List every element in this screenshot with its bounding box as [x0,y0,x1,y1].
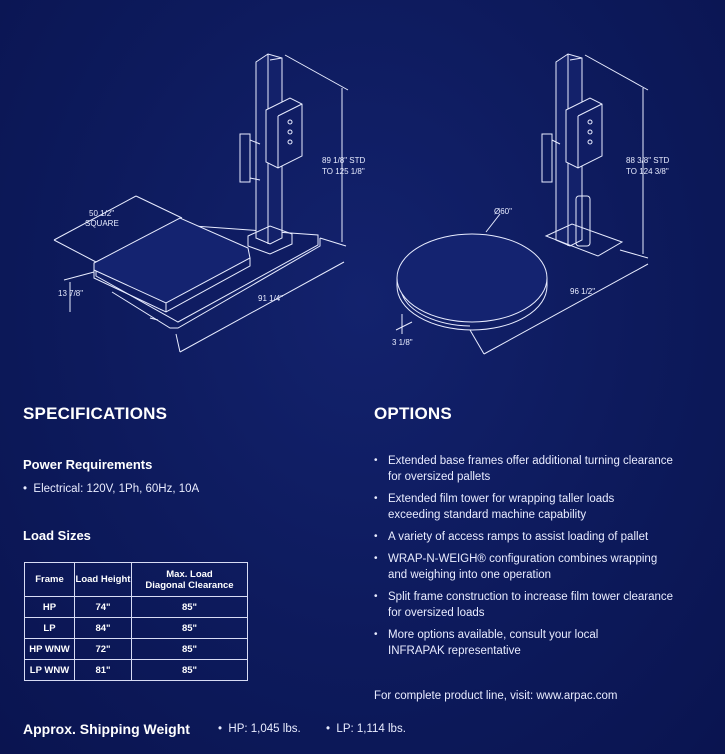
options-title: OPTIONS [374,404,452,423]
table-cell: 84" [74,617,132,639]
machine-drawings: 89 1/8" STD TO 125 1/8" 50 1/2" SQUARE 1… [53,53,670,355]
header-max-load: Max. Load Diagonal Clearance [131,562,248,597]
option-line: for oversized loads [388,607,485,619]
list-item: A variety of access ramps to assist load… [373,529,713,545]
left-length-label: 91 1/4" [258,294,283,303]
power-item: • Electrical: 120V, 1Ph, 60Hz, 10A [23,483,199,495]
table-row: HP 74" 85" [24,596,248,618]
table-cell: 81" [74,659,132,681]
table-cell: 85" [131,617,248,639]
table-cell: 72" [74,638,132,660]
table-cell: 85" [131,638,248,660]
bullet: • [326,723,337,735]
option-line: INFRAPAK representative [388,645,521,657]
list-item: Split frame construction to increase fil… [373,589,713,621]
option-line: WRAP-N-WEIGH® configuration combines wra… [388,553,658,565]
left-square-label: 50 1/2" [89,209,114,218]
header-max-load-line2: Diagonal Clearance [145,579,234,591]
table-cell: 85" [131,659,248,681]
option-line: Split frame construction to increase fil… [388,591,674,603]
power-item-text: Electrical: 120V, 1Ph, 60Hz, 10A [33,483,200,495]
list-item: Extended film tower for wrapping taller … [373,491,713,523]
right-height-label-2: TO 124 3/8" [626,167,669,176]
left-height-label-2: TO 125 1/8" [322,167,365,176]
table-row: LP WNW 81" 85" [24,659,248,681]
table-header-row: Frame Load Height Max. Load Diagonal Cle… [24,562,248,597]
header-frame: Frame [24,562,75,597]
shipping-weight-title: Approx. Shipping Weight [23,721,190,737]
option-line: exceeding standard machine capability [388,509,587,521]
power-requirements-title: Power Requirements [23,457,153,472]
table-cell: 74" [74,596,132,618]
option-line: Extended film tower for wrapping taller … [388,493,615,505]
shipping-lp: • LP: 1,114 lbs. [326,723,406,735]
table-cell: 85" [131,596,248,618]
header-load-height: Load Height [74,562,132,597]
table-cell: LP WNW [24,659,75,681]
options-list: Extended base frames offer additional tu… [373,453,713,665]
round-turntable-drawing [395,53,649,355]
table-row: HP WNW 72" 85" [24,638,248,660]
right-height-label: 88 3/8" STD [626,156,670,165]
table-cell: HP [24,596,75,618]
option-line: Extended base frames offer additional tu… [388,455,673,467]
table-cell: HP WNW [24,638,75,660]
list-item: Extended base frames offer additional tu… [373,453,713,485]
product-line-link-text: For complete product line, visit: www.ar… [374,690,618,702]
right-length-label: 96 1/2" [570,287,595,296]
bullet: • [23,483,34,495]
right-base-label: 3 1/8" [392,338,413,347]
left-base-label: 13 7/8" [58,289,83,298]
shipping-lp-text: LP: 1,114 lbs. [336,723,406,735]
option-line: More options available, consult your loc… [388,629,599,641]
option-line: for oversized pallets [388,471,491,483]
load-sizes-title: Load Sizes [23,528,91,543]
specifications-title: SPECIFICATIONS [23,404,168,423]
right-diameter-label: Ø60" [494,207,512,216]
load-sizes-table: Frame Load Height Max. Load Diagonal Cle… [24,562,248,681]
header-max-load-line1: Max. Load [166,568,213,580]
bullet: • [218,723,229,735]
table-cell: LP [24,617,75,639]
shipping-hp-text: HP: 1,045 lbs. [228,723,301,735]
left-square-label-2: SQUARE [85,219,119,228]
option-line: A variety of access ramps to assist load… [388,531,649,543]
square-turntable-drawing [53,53,349,353]
list-item: WRAP-N-WEIGH® configuration combines wra… [373,551,713,583]
option-line: and weighing into one operation [388,569,552,581]
left-height-label: 89 1/8" STD [322,156,366,165]
table-row: LP 84" 85" [24,617,248,639]
shipping-hp: • HP: 1,045 lbs. [218,723,301,735]
list-item: More options available, consult your loc… [373,627,713,659]
